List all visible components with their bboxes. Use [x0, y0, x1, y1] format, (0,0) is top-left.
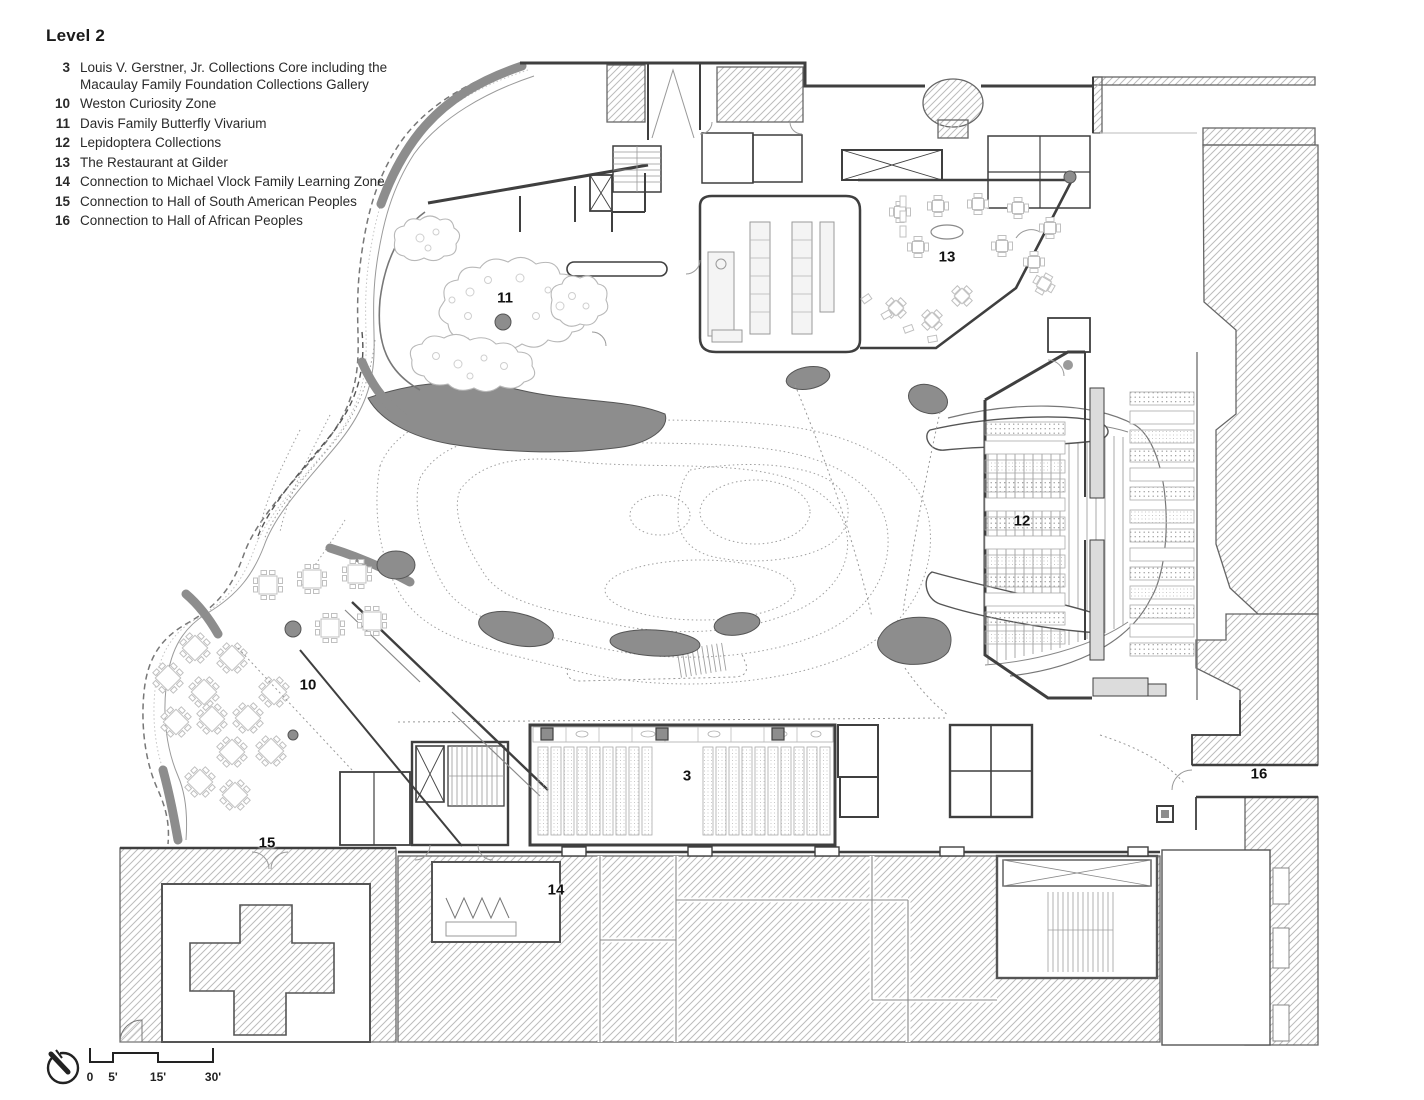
legend-label: Weston Curiosity Zone	[80, 96, 217, 111]
legend-label: Lepidoptera Collections	[80, 135, 222, 150]
north-arrow-icon	[46, 1044, 80, 1085]
restaurant-tables	[860, 170, 1077, 344]
legend-number: 12	[54, 135, 70, 150]
scale-label-15: 15'	[149, 1070, 167, 1084]
room-label-south-american: 15	[258, 834, 276, 852]
legend-number: 11	[55, 115, 70, 131]
legend-number: 14	[54, 174, 70, 189]
hall-south-american-interior	[119, 883, 371, 1043]
room-label-vivarium: 11	[497, 289, 513, 307]
room-label-learning-zone: 14	[547, 881, 565, 899]
legend-number: 16	[54, 213, 70, 228]
page-title: Level 2	[46, 26, 106, 45]
room-label-african-peoples: 16	[1250, 765, 1268, 783]
legend-label: Connection to Hall of African Peoples	[80, 213, 303, 228]
canyon-dashed-rim	[257, 331, 364, 537]
legend-number: 15	[54, 193, 70, 209]
legend-panel: Level 2 3 Louis V. Gerstner, Jr. Collect…	[46, 26, 432, 230]
room-label-collections-core: 3	[682, 767, 692, 785]
legend-label: Connection to Michael Vlock Family Learn…	[80, 174, 385, 189]
canyon-small-stair	[566, 642, 747, 682]
scale-bar	[89, 1048, 214, 1063]
dotted-guides	[237, 384, 1186, 785]
legend-label: The Restaurant at Gilder	[80, 154, 228, 170]
learning-zone-interior	[431, 849, 1290, 1046]
legend-label: Connection to Hall of South American Peo…	[80, 193, 357, 209]
collections-core-shelving	[532, 726, 834, 836]
scale-label-5: 5'	[108, 1070, 118, 1084]
scale-label-30: 30'	[204, 1070, 222, 1084]
room-label-curiosity-zone: 10	[299, 676, 317, 694]
scale-label-0: 0	[86, 1070, 94, 1084]
legend-number: 10	[54, 96, 70, 111]
curiosity-zone-tables	[146, 559, 387, 817]
butterfly-vivarium-plants	[393, 215, 609, 393]
legend-number: 13	[54, 154, 70, 170]
poche-walls	[158, 61, 952, 845]
legend-label: Louis V. Gerstner, Jr. Collections Core …	[80, 60, 388, 92]
legend: 3 Louis V. Gerstner, Jr. Collections Cor…	[46, 60, 432, 230]
legend-label: Davis Family Butterfly Vivarium	[80, 115, 267, 131]
room-label-restaurant: 13	[938, 248, 956, 266]
canyon-contours	[257, 339, 931, 685]
lepidoptera-shelving	[984, 360, 1195, 657]
kitchen-fixtures	[707, 221, 835, 343]
legend-number: 3	[62, 60, 70, 75]
room-label-lepidoptera: 12	[1013, 512, 1031, 530]
